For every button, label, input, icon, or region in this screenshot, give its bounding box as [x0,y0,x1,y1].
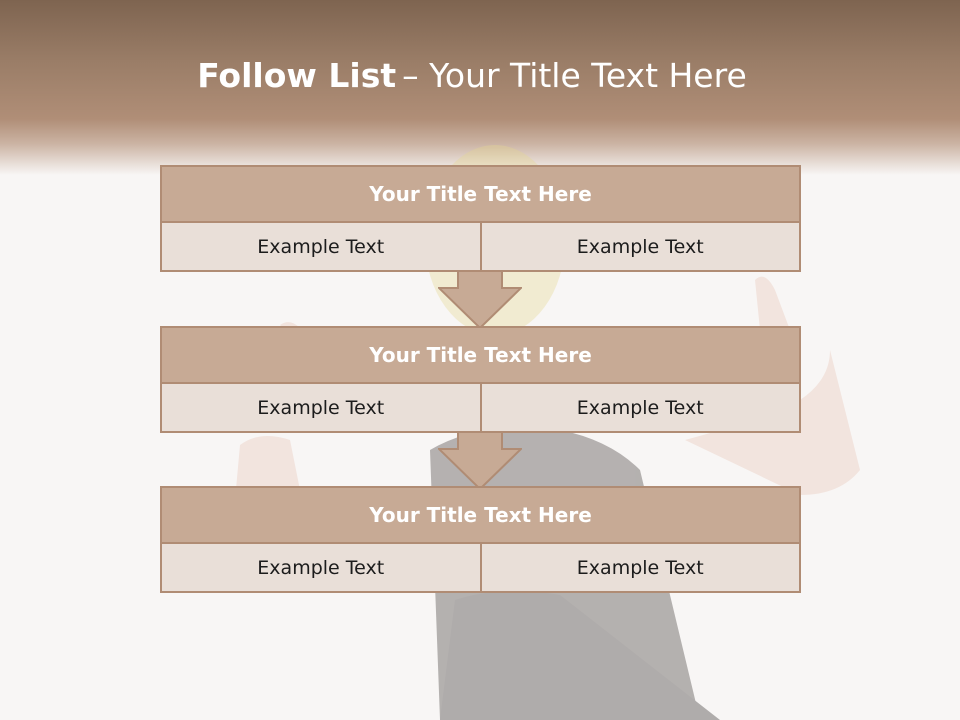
down-arrow-icon [438,270,522,330]
step-block: Your Title Text Here Example Text Exampl… [160,165,801,272]
step-title: Your Title Text Here [160,326,801,384]
step-block: Your Title Text Here Example Text Exampl… [160,486,801,593]
step-cell-left: Example Text [162,223,480,270]
step-cell-left: Example Text [162,384,480,431]
step-block: Your Title Text Here Example Text Exampl… [160,326,801,433]
header-band [0,0,960,175]
step-cell-left: Example Text [162,544,480,591]
slide-title-rest: – Your Title Text Here [402,56,747,95]
step-cell-right: Example Text [479,223,799,270]
step-row: Example Text Example Text [160,544,801,593]
step-row: Example Text Example Text [160,223,801,272]
step-title: Your Title Text Here [160,486,801,544]
step-cell-right: Example Text [479,384,799,431]
step-cell-right: Example Text [479,544,799,591]
slide-title: Follow List– Your Title Text Here [0,56,944,96]
slide-title-bold: Follow List [197,56,397,95]
step-row: Example Text Example Text [160,384,801,433]
step-title: Your Title Text Here [160,165,801,223]
down-arrow-icon [438,431,522,491]
